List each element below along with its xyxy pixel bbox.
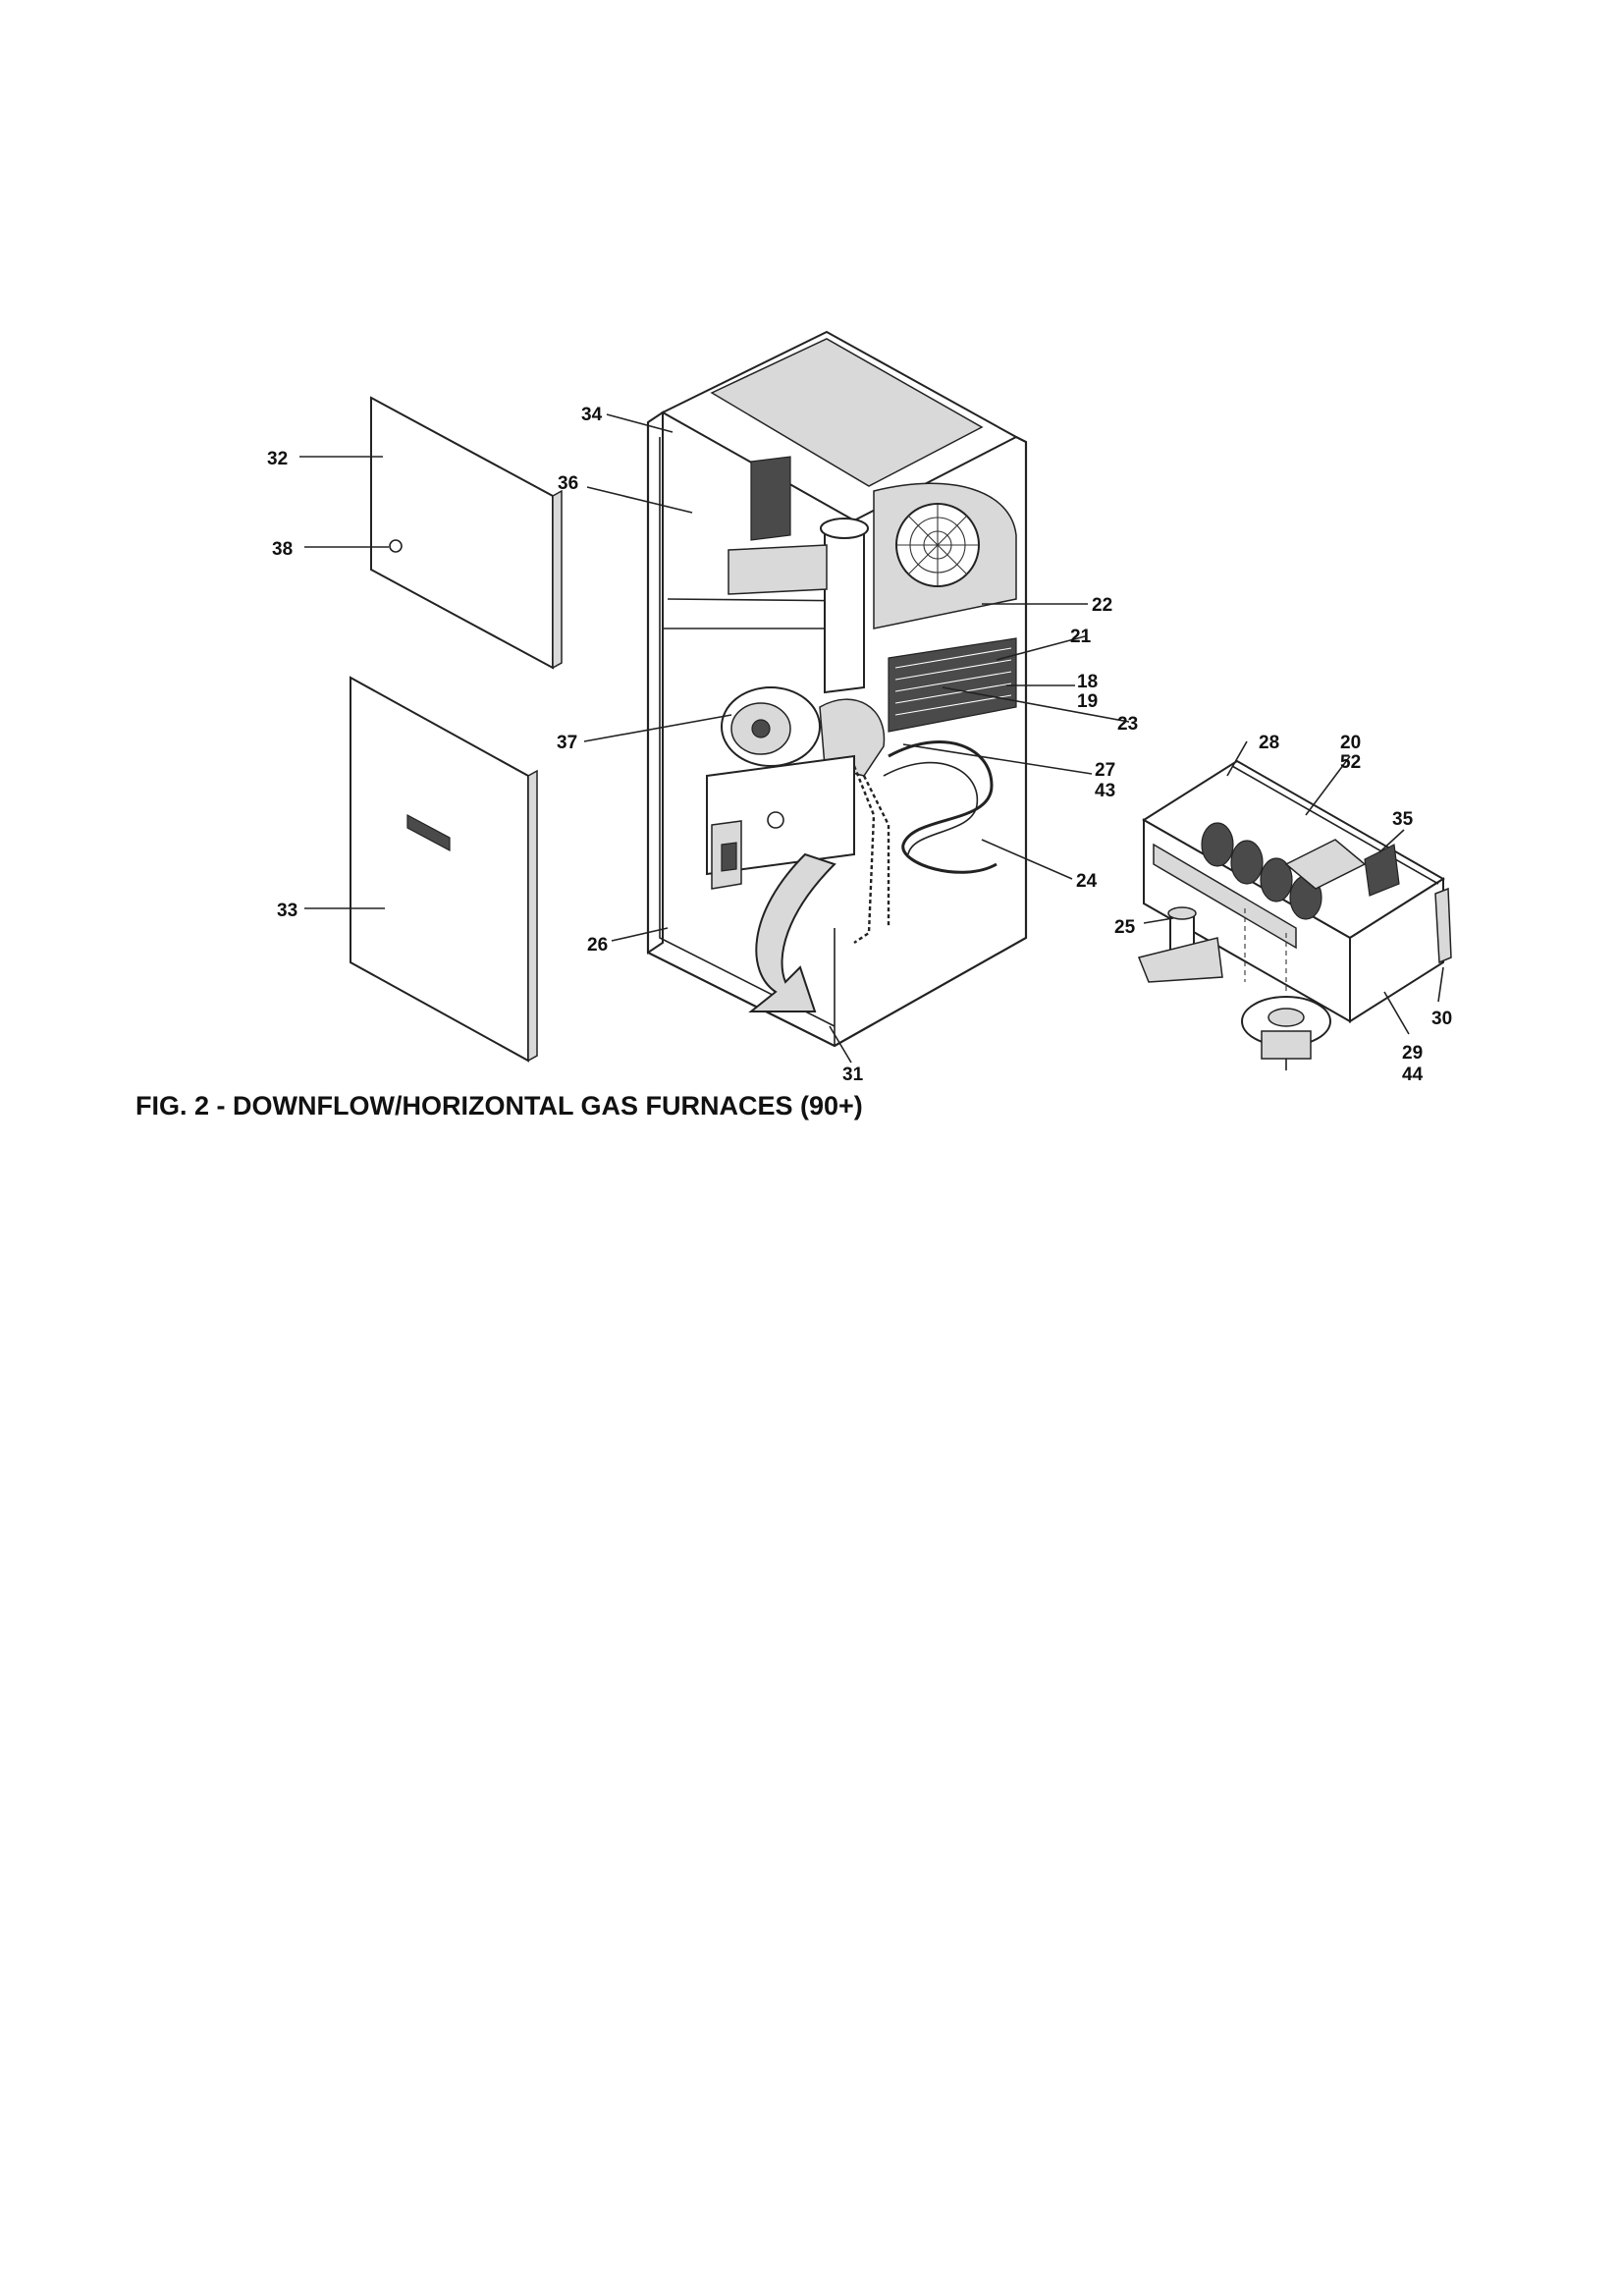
heat-exchanger [883,637,1017,874]
leader-lines [299,413,1444,1064]
callout-31: 31 [842,1065,864,1085]
callout-29: 29 [1402,1043,1423,1064]
control-module-36 [750,456,791,541]
igniter-35 [1364,844,1400,897]
callout-34: 34 [581,405,603,425]
airflow-arrow [748,852,836,1012]
furnace-cabinet [646,330,1028,1048]
callout-26: 26 [587,935,608,956]
figure-caption: FIG. 2 - DOWNFLOW/HORIZONTAL GAS FURNACE… [135,1091,863,1121]
callout-19: 19 [1077,691,1098,712]
callout-37: 37 [557,733,577,753]
callout-22: 22 [1092,595,1112,616]
callout-21: 21 [1070,627,1092,647]
vent-pipe [824,523,865,694]
door-hole-38 [389,539,403,553]
bracket-30 [1434,887,1452,964]
callout-52: 52 [1340,752,1361,773]
callout-38: 38 [272,539,293,560]
lower-door-panel [350,676,538,1063]
callout-18: 18 [1077,672,1098,692]
callout-33: 33 [277,901,297,921]
callout-32: 32 [267,449,288,469]
inducer-assembly [721,686,886,777]
callout-labels: 32 38 33 34 36 37 26 22 21 18 19 23 27 4… [267,405,1452,1085]
gas-valve-box [706,754,855,876]
burner-tubes [1153,822,1367,950]
callout-30: 30 [1431,1009,1452,1029]
callout-28: 28 [1259,733,1279,753]
inlet-pipe-25 [1137,906,1223,983]
callout-43: 43 [1095,781,1115,801]
callout-44: 44 [1402,1065,1424,1085]
burner-assembly [1137,759,1452,1070]
callout-27: 27 [1095,760,1115,781]
callout-24: 24 [1076,871,1098,892]
callout-25: 25 [1114,917,1136,938]
upper-door-panel [370,396,563,670]
flange-fitting [1241,996,1331,1070]
callout-20: 20 [1340,733,1361,753]
door-handle-slot [406,813,451,852]
callout-23: 23 [1117,714,1138,735]
callout-36: 36 [558,473,578,494]
callout-35: 35 [1392,809,1414,830]
